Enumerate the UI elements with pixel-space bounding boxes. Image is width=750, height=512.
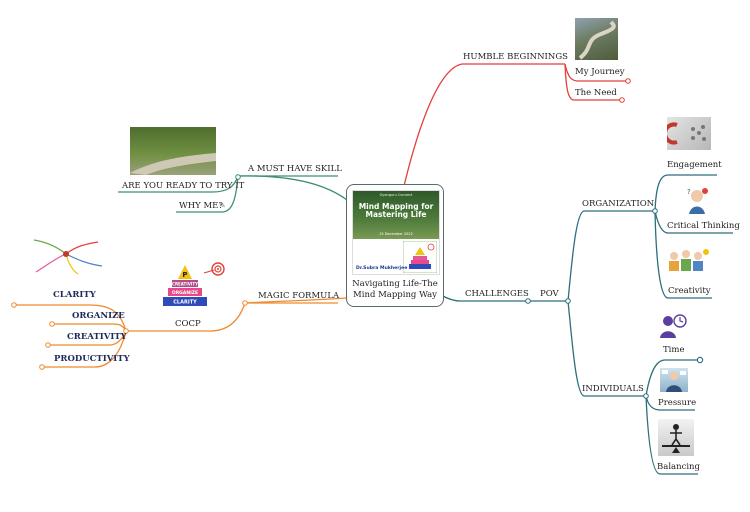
svg-text:?: ?	[687, 188, 691, 196]
topic-humble-beginnings[interactable]: HUMBLE BEGINNINGS	[463, 52, 568, 62]
central-cover-image: Gyanguru Connect Mind Mapping for Master…	[352, 190, 440, 275]
time-clock-icon	[660, 314, 687, 338]
node-handle[interactable]	[45, 342, 51, 348]
node-handle[interactable]	[235, 174, 241, 180]
note-icon[interactable]: ✎	[219, 201, 226, 210]
topic-my-journey[interactable]: My Journey	[575, 67, 625, 77]
topic-why-me[interactable]: WHY ME?	[179, 201, 223, 211]
critical-thinking-icon: ?	[687, 188, 708, 214]
topic-productivity[interactable]: PRODUCTIVITY	[54, 354, 130, 364]
topic-clarity[interactable]: CLARITY	[53, 290, 96, 300]
node-handle[interactable]	[643, 393, 649, 399]
topic-creativity[interactable]: CREATIVITY	[67, 332, 127, 342]
topic-creativity-challenge[interactable]: Creativity	[668, 286, 711, 296]
mini-mindmap-icon	[33, 239, 103, 275]
node-handle[interactable]	[525, 298, 531, 304]
road-journey-icon	[575, 18, 618, 60]
cover-author: Dr.Subra Mukherjee	[356, 266, 408, 271]
topic-challenges[interactable]: CHALLENGES	[465, 289, 529, 299]
topic-ready-to-try[interactable]: ARE YOU READY TO TRY IT	[122, 181, 245, 191]
topic-engagement[interactable]: Engagement	[667, 160, 722, 170]
pyramid-level-creativity: CREATIVITY	[172, 282, 198, 287]
cover-headline: Mind Mapping for Mastering Life	[358, 202, 434, 219]
central-title: Navigating Life-The Mind Mapping Way	[352, 279, 438, 300]
topic-must-have-skill[interactable]: A MUST HAVE SKILL	[248, 164, 342, 174]
pyramid-level-p: P	[182, 271, 187, 279]
topic-pov[interactable]: POV	[540, 289, 559, 299]
node-handle[interactable]	[625, 78, 631, 84]
topic-individuals[interactable]: INDIVIDUALS	[582, 384, 644, 394]
branch-humble-beginnings	[403, 63, 628, 187]
node-handle[interactable]	[39, 364, 45, 370]
cover-org: Gyanguru Connect	[379, 193, 413, 197]
forest-path-icon	[130, 127, 216, 175]
node-handle[interactable]	[652, 208, 658, 214]
central-topic[interactable]: Gyanguru Connect Mind Mapping for Master…	[346, 184, 444, 307]
topic-organize[interactable]: ORGANIZE	[72, 311, 125, 321]
topic-the-need[interactable]: The Need	[575, 88, 617, 98]
balancing-icon	[658, 419, 694, 456]
node-handle[interactable]	[123, 328, 129, 334]
creativity-team-icon	[669, 249, 709, 271]
branch-must-have-skill	[118, 175, 348, 213]
node-handle[interactable]	[696, 356, 704, 364]
branch-challenges	[440, 174, 733, 475]
cover-pyramid-icon	[403, 241, 437, 273]
pyramid-cocp-icon: P CREATIVITY ORGANIZE CLARITY	[163, 262, 225, 306]
node-handle[interactable]	[242, 300, 248, 306]
pressure-stress-icon	[660, 368, 688, 392]
topic-cocp[interactable]: COCP	[175, 319, 201, 329]
cover-date: 15 December 2022	[379, 232, 413, 236]
topic-time[interactable]: Time	[663, 345, 685, 355]
topic-critical-thinking[interactable]: Critical Thinking	[667, 221, 740, 231]
pyramid-level-organize: ORGANIZE	[172, 290, 198, 296]
node-handle[interactable]	[49, 321, 55, 327]
node-handle[interactable]	[565, 298, 571, 304]
topic-balancing[interactable]: Balancing	[657, 462, 700, 472]
topic-magic-formula[interactable]: MAGIC FORMULA	[258, 291, 340, 301]
node-handle[interactable]	[11, 302, 17, 308]
node-handle[interactable]	[619, 97, 625, 103]
pyramid-level-clarity: CLARITY	[173, 300, 197, 306]
engagement-magnet-icon	[667, 117, 711, 150]
topic-organization[interactable]: ORGANIZATION	[582, 199, 655, 209]
cover-banner: Gyanguru Connect Mind Mapping for Master…	[353, 191, 439, 239]
topic-pressure[interactable]: Pressure	[658, 398, 697, 408]
